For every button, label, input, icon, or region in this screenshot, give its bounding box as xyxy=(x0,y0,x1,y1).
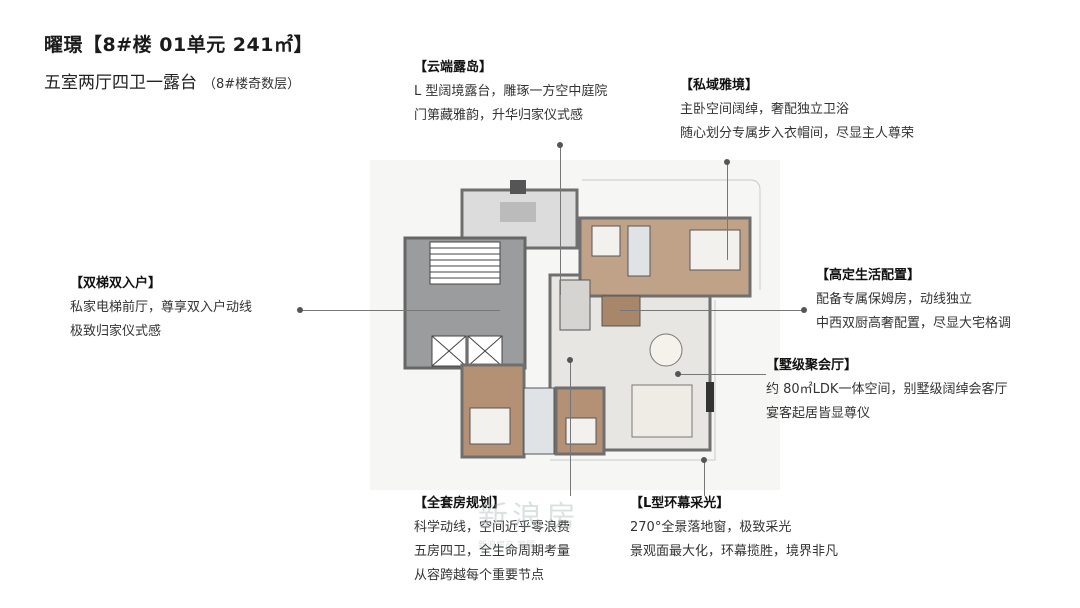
callout-line: 配备专属保姆房，动线独立 xyxy=(816,292,973,307)
callout-line: 科学动线，空间近乎零浪费 xyxy=(414,520,571,535)
callout-heading: 【墅级聚会厅】 xyxy=(766,358,858,373)
connector-lxing xyxy=(704,460,705,496)
connector-dot xyxy=(297,307,303,313)
dining-table xyxy=(649,333,683,367)
callout-line: 从容跨越每个重要节点 xyxy=(414,568,545,583)
callout-heading: 【全套房规划】 xyxy=(414,496,506,511)
floor-plan xyxy=(370,160,780,490)
watermark: 新浪房 新浪房产 家居 xyxy=(478,492,618,602)
connector-dot xyxy=(801,307,807,313)
connector-shuji xyxy=(678,374,766,375)
callout-gaoding: 【高定生活配置】 配备专属保姆房，动线独立 中西双厨高奢配置，尽显大宅格调 xyxy=(816,264,1011,336)
connector-quantao xyxy=(570,360,571,496)
callout-shuji: 【墅级聚会厅】 约 80㎡LDK一体空间，别墅级阔绰会客厅 宴客起居皆显尊仪 xyxy=(766,354,1007,426)
callout-heading: 【L型环幕采光】 xyxy=(630,496,730,511)
callout-line: L 型阔境露台，雕琢一方空中庭院 xyxy=(414,84,608,99)
connector-dot xyxy=(724,159,730,165)
callout-line: 270°全景落地窗，极致采光 xyxy=(630,520,792,535)
callout-line: 五房四卫，全生命周期考量 xyxy=(414,544,571,559)
callout-line: 宴客起居皆显尊仪 xyxy=(766,406,871,421)
callout-siyu: 【私域雅境】 主卧空间阔绰，奢配独立卫浴 随心划分专属步入衣帽间，尽显主人尊荣 xyxy=(680,74,914,146)
page-subtitle: 五室两厅四卫一露台 （8#楼奇数层） xyxy=(44,68,300,93)
connector-dot xyxy=(567,357,573,363)
connector-siyu xyxy=(727,162,728,260)
watermark-sub: 新浪房产 家居 xyxy=(478,541,535,551)
callout-quantao: 【全套房规划】 科学动线，空间近乎零浪费 五房四卫，全生命周期考量 从容跨越每个… xyxy=(414,492,570,588)
connector-dot xyxy=(701,457,707,463)
callout-line: 极致归家仪式感 xyxy=(70,324,162,339)
callout-lxing: 【L型环幕采光】 270°全景落地窗，极致采光 景观面最大化，环幕揽胜，境界非凡 xyxy=(630,492,838,564)
connector-shuangti xyxy=(300,310,500,311)
connector-gaoding xyxy=(620,310,805,311)
page-title: 曜璟【8#楼 01单元 241㎡】 xyxy=(44,34,313,56)
callout-heading: 【双梯双入户】 xyxy=(70,276,162,291)
subtitle-note: （8#楼奇数层） xyxy=(203,77,301,92)
callout-shuangti: 【双梯双入户】 私家电梯前厅，尊享双入户动线 极致归家仪式感 xyxy=(70,272,252,344)
callout-line: 私家电梯前厅，尊享双入户动线 xyxy=(70,300,253,315)
callout-heading: 【云端露岛】 xyxy=(414,60,493,75)
connector-dot xyxy=(675,371,681,377)
callout-yunduan: 【云端露岛】 L 型阔境露台，雕琢一方空中庭院 门第藏雅韵，升华归家仪式感 xyxy=(414,56,607,128)
callout-heading: 【高定生活配置】 xyxy=(816,268,921,283)
callout-line: 中西双厨高奢配置，尽显大宅格调 xyxy=(816,316,1012,331)
callout-line: 门第藏雅韵，升华归家仪式感 xyxy=(414,108,584,123)
callout-line: 随心划分专属步入衣帽间，尽显主人尊荣 xyxy=(680,126,915,141)
callout-line: 约 80㎡LDK一体空间，别墅级阔绰会客厅 xyxy=(766,382,1008,397)
subtitle-text: 五室两厅四卫一露台 xyxy=(44,73,197,93)
callout-heading: 【私域雅境】 xyxy=(680,78,759,93)
connector-yunduan xyxy=(560,145,561,295)
connector-dot xyxy=(557,142,563,148)
watermark-main: 新浪房 xyxy=(478,500,580,535)
callout-line: 主卧空间阔绰，奢配独立卫浴 xyxy=(680,102,850,117)
callout-line: 景观面最大化，环幕揽胜，境界非凡 xyxy=(630,544,839,559)
